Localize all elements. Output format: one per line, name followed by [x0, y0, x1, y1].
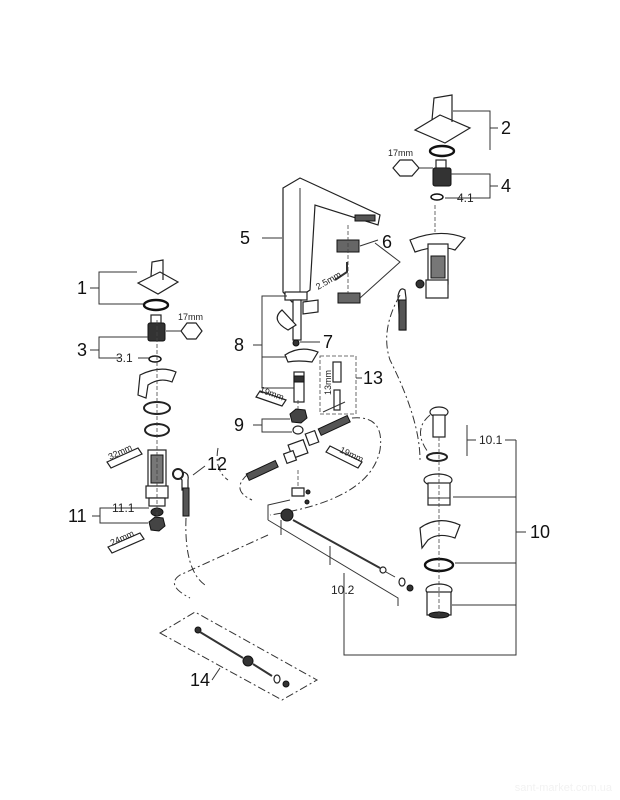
hose-12: 12 [172, 454, 227, 586]
left-handle-o-ring [142, 298, 170, 312]
callout-4-1: 4.1 [457, 191, 474, 205]
left-cartridge [147, 322, 166, 342]
extension-rod-box [158, 611, 319, 701]
callout-2: 2 [501, 118, 511, 138]
callout-8: 8 [234, 335, 244, 355]
wrench-32mm [106, 447, 143, 469]
callout-10-2: 10.2 [331, 583, 355, 597]
callout-3-1: 3.1 [116, 351, 133, 365]
callout-6: 6 [382, 232, 392, 252]
tool-size-hex-left: 17mm [178, 312, 203, 322]
left-handle-part [136, 259, 180, 295]
hex-nut-icon-right [392, 159, 420, 177]
right-cartridge [432, 167, 452, 187]
mixing-tee-assembly: 19mm [216, 294, 421, 516]
watermark: sant-market.com.ua [514, 782, 612, 794]
callout-4: 4 [501, 176, 511, 196]
right-handle-part [413, 94, 472, 144]
right-cartridge-o-ring [430, 193, 444, 201]
right-valve-body [397, 232, 466, 331]
callout-11-1: 11.1 [112, 501, 135, 515]
callout-5: 5 [240, 228, 250, 248]
hex-nut-icon-left [180, 322, 203, 340]
extension-rod-14: 14 [158, 611, 319, 701]
callout-7: 7 [323, 332, 333, 352]
callout-10: 10 [530, 522, 550, 542]
sensor-cover [337, 292, 361, 304]
threaded-rod [293, 371, 305, 403]
callout-13: 13 [363, 368, 383, 388]
callout-12: 12 [207, 454, 227, 474]
wrench-19mm-lower [325, 445, 363, 469]
rod-ball-joint [280, 508, 294, 522]
callout-1: 1 [77, 278, 87, 298]
horseshoe-washer [284, 348, 319, 363]
tool-size-allen: 2.5mm [314, 269, 343, 291]
plug-washer [426, 452, 448, 462]
callout-3: 3 [77, 340, 87, 360]
pop-up-plug-stem [432, 414, 446, 438]
wrench-19mm-upper [255, 390, 287, 407]
spout-body: 5 6 2.5mm [240, 177, 401, 304]
nut-11 [148, 516, 166, 532]
tool-13-box [319, 355, 357, 415]
left-handle-assembly: 17mm 1 3 3.1 32mm 24mm 11 11.1 [68, 259, 203, 554]
wrench-24mm [107, 532, 145, 554]
pop-up-rod-assembly: 10.2 [173, 499, 414, 606]
hose-right-thread [317, 414, 351, 437]
waste-gasket-shaped [419, 520, 461, 550]
tool-size-13: 13mm [323, 370, 333, 395]
callout-10-1: 10.1 [479, 433, 503, 447]
tool-size-hex-right: 17mm [388, 148, 413, 158]
nut-9 [289, 408, 308, 424]
callout-14: 14 [190, 670, 210, 690]
right-handle-o-ring [428, 144, 456, 158]
callout-9: 9 [234, 415, 244, 435]
callout-11: 11 [68, 506, 87, 526]
right-handle-assembly: 17mm 2 4 4.1 [388, 94, 511, 232]
left-cartridge-o-ring [148, 355, 162, 363]
washer-9 [292, 425, 304, 435]
waste-assembly: 10.1 10 [343, 406, 550, 656]
hose-left-thread [245, 459, 279, 482]
rod-14-ball [242, 655, 254, 667]
central-fixing-assembly: 8 7 13mm 13 19mm 9 [234, 291, 383, 435]
